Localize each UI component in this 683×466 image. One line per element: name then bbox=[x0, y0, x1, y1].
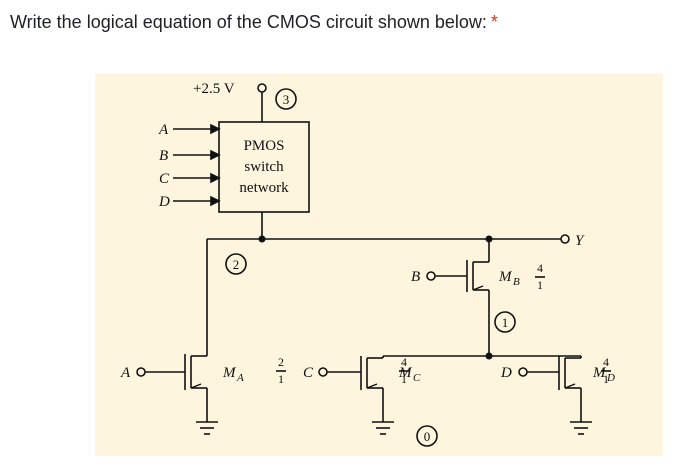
input-a-label: A bbox=[158, 122, 169, 138]
node-3-label: 3 bbox=[283, 92, 290, 107]
supply-voltage-label: +2.5 V bbox=[193, 81, 235, 97]
md-name-label: M bbox=[592, 365, 607, 381]
mc-ratio-top: 4 bbox=[401, 355, 407, 369]
mb-gate-label: B bbox=[411, 269, 420, 285]
mb-name-label: M bbox=[498, 269, 513, 285]
question-title: Write the logical equation of the CMOS c… bbox=[10, 12, 498, 33]
pmos-block-line-2: switch bbox=[244, 159, 284, 175]
input-d-label: D bbox=[158, 194, 170, 210]
md-ratio-top: 4 bbox=[603, 355, 609, 369]
ma-ratio-top: 2 bbox=[278, 355, 284, 369]
pmos-block-box bbox=[218, 121, 310, 213]
question-text: Write the logical equation of the CMOS c… bbox=[10, 12, 487, 32]
ma-gate-label: A bbox=[120, 365, 131, 381]
node-0-circle bbox=[416, 425, 438, 447]
circuit-figure: +2.5 V 3 PMOS switch network A B C D Y 2… bbox=[95, 74, 663, 456]
input-c-label: C bbox=[159, 171, 170, 187]
mb-ratio-top: 4 bbox=[537, 261, 543, 275]
pmos-block-line-3: network bbox=[239, 180, 289, 196]
mc-gate-label: C bbox=[303, 365, 314, 381]
node-2-label: 2 bbox=[233, 257, 240, 272]
mc-ratio-bottom: 1 bbox=[401, 372, 407, 386]
cmos-circuit-diagram: +2.5 V 3 PMOS switch network A B C D Y 2… bbox=[120, 81, 615, 447]
md-gate-label: D bbox=[500, 365, 512, 381]
pmos-block-line-1: PMOS bbox=[244, 138, 285, 154]
ma-subscript-label: A bbox=[236, 372, 244, 384]
node-1-circle bbox=[494, 311, 516, 333]
node-2-circle bbox=[225, 253, 247, 275]
input-b-label: B bbox=[159, 148, 168, 164]
mc-name-label: M bbox=[398, 365, 413, 381]
node-3-circle bbox=[275, 88, 297, 110]
ma-name-label: M bbox=[222, 365, 237, 381]
mb-subscript-label: B bbox=[513, 276, 520, 288]
node-1-label: 1 bbox=[502, 315, 509, 330]
md-subscript-label: D bbox=[606, 372, 615, 384]
md-ratio-bottom: 1 bbox=[603, 372, 609, 386]
mc-subscript-label: C bbox=[413, 372, 421, 384]
node-0-label: 0 bbox=[424, 429, 431, 444]
output-y-label: Y bbox=[575, 233, 585, 249]
required-asterisk: * bbox=[490, 12, 498, 32]
mb-ratio-bottom: 1 bbox=[537, 278, 543, 292]
ma-ratio-bottom: 1 bbox=[278, 372, 284, 386]
